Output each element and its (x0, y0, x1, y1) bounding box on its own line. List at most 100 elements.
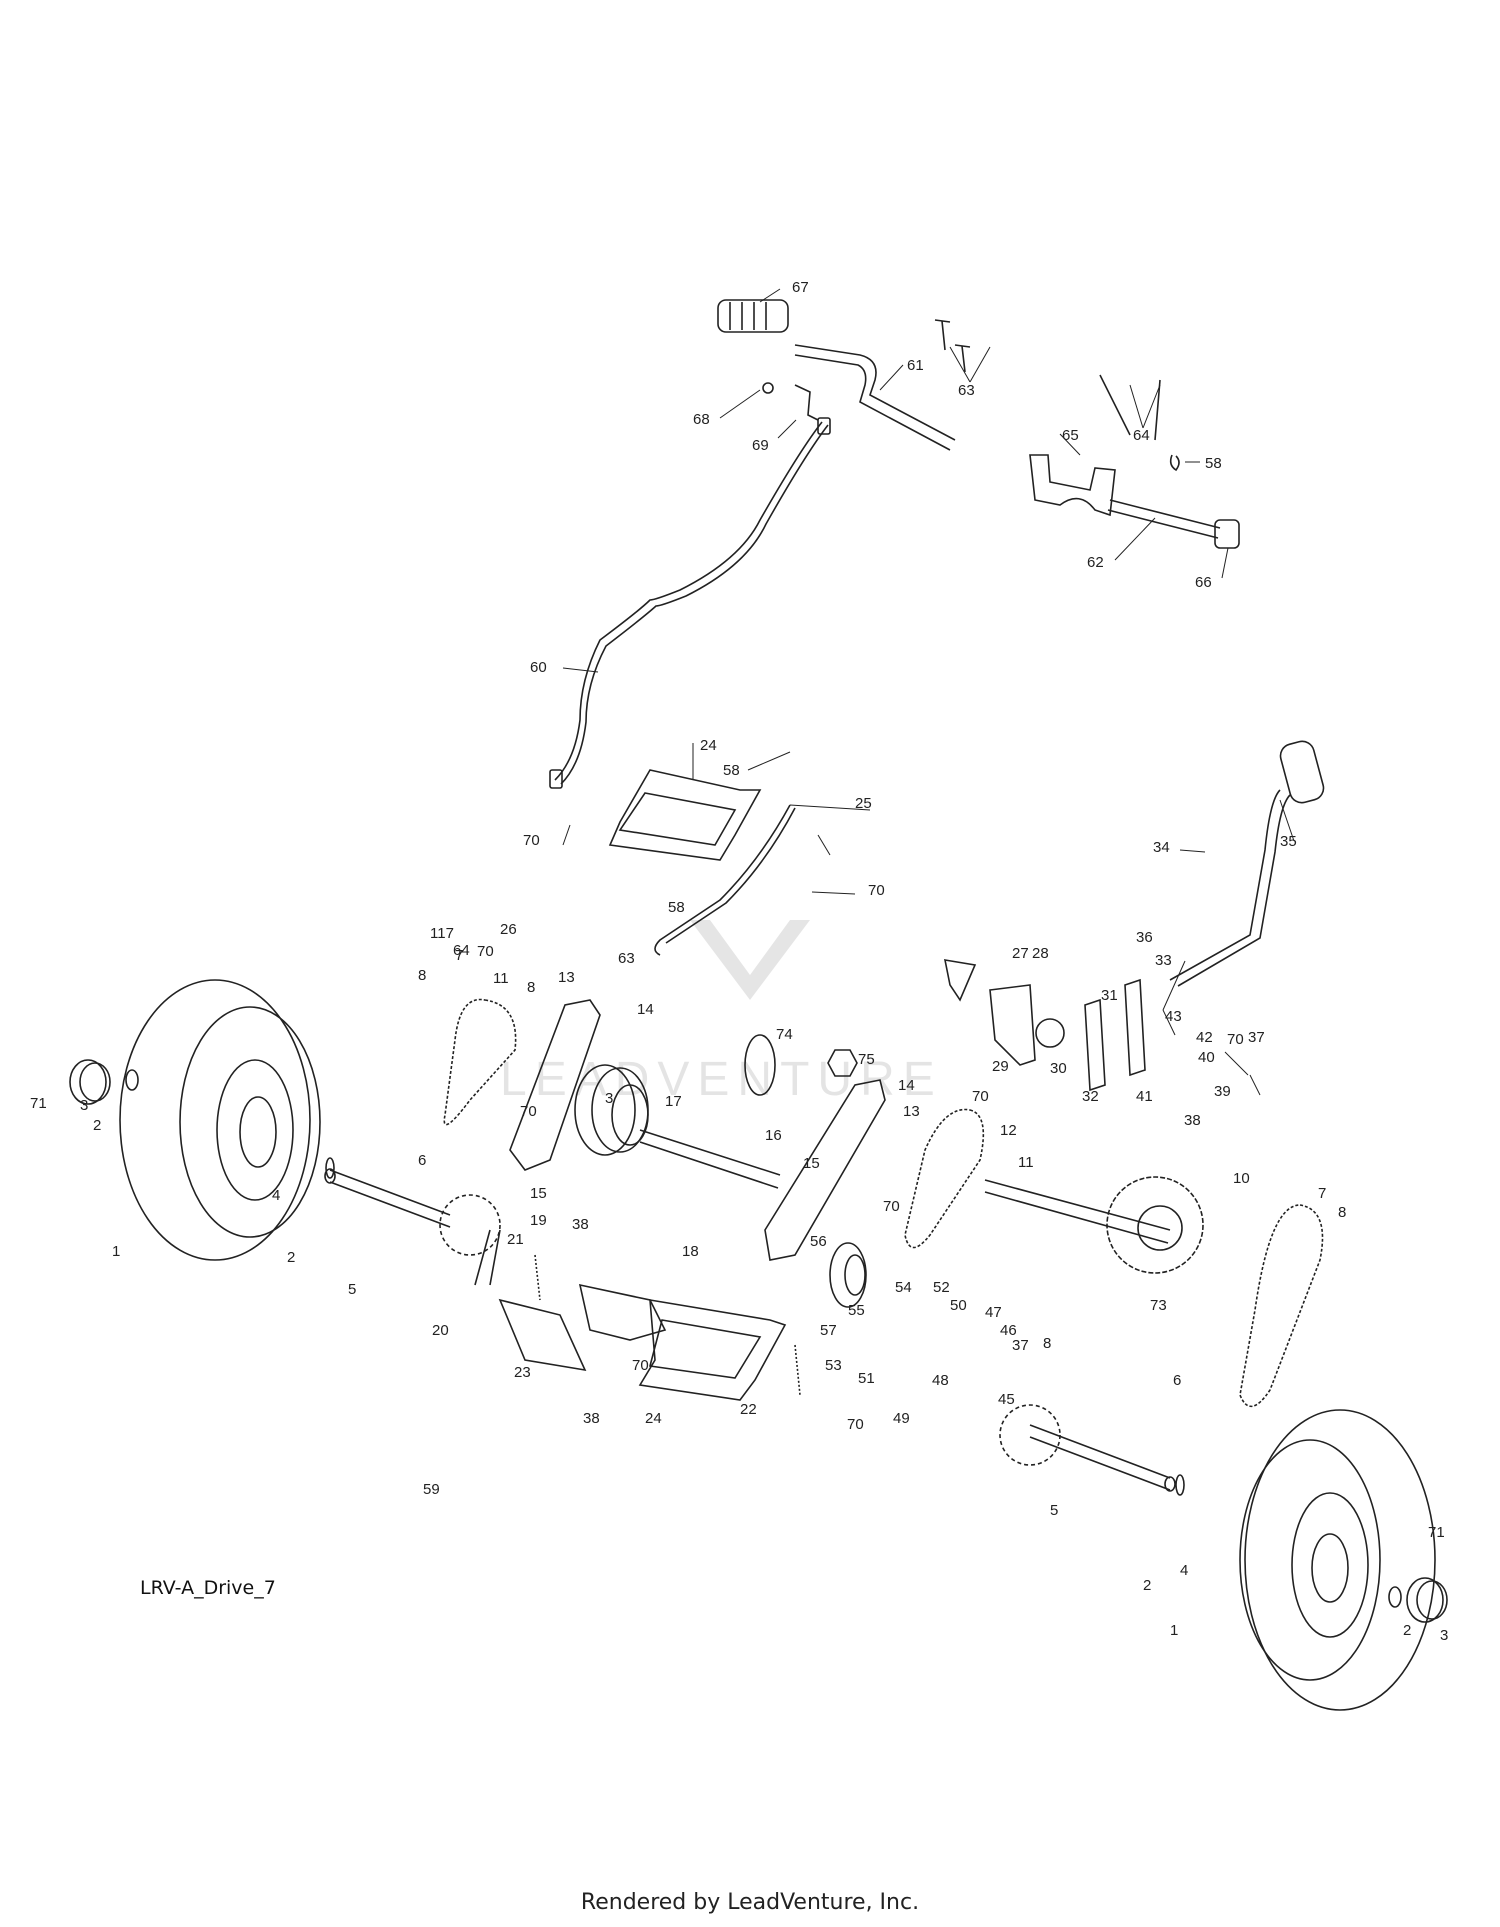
sprocket-left (439, 1194, 501, 1256)
rod-part-25 (654, 804, 791, 956)
callout-label: 60 (530, 659, 547, 676)
callout-label: 75 (858, 1051, 875, 1068)
callout-label: 51 (858, 1370, 875, 1387)
callout-label: 49 (893, 1410, 910, 1427)
callout-label: 69 (752, 437, 769, 454)
callout-label: 59 (423, 1481, 440, 1498)
callout-label: 64 (1133, 427, 1150, 444)
callout-label: 55 (848, 1302, 865, 1319)
callout-label: 1 (1170, 1622, 1178, 1639)
pin-part-63 (934, 319, 951, 351)
callout-label: 21 (507, 1231, 524, 1248)
handle-part-34 (1169, 789, 1291, 987)
callout-label: 6 (418, 1152, 426, 1169)
spring-part-21 (534, 1254, 541, 1301)
callout-label: 1 (112, 1243, 120, 1260)
callout-label: 34 (1153, 839, 1170, 856)
callout-label: 27 (1012, 945, 1029, 962)
plate-part-33 (1124, 978, 1146, 1077)
callout-label: 14 (637, 1001, 654, 1018)
callout-label: 22 (740, 1401, 757, 1418)
callout-label: 20 (432, 1322, 449, 1339)
callout-label: 37 (1248, 1029, 1265, 1046)
callout-label: 26 (500, 921, 517, 938)
callout-label: 70 (632, 1357, 649, 1374)
grip-part-35 (1279, 740, 1325, 804)
callout-label: 70 (883, 1198, 900, 1215)
drive-shaft-part-10 (984, 1176, 1204, 1274)
callout-label: 8 (1338, 1204, 1346, 1221)
callout-label: 47 (985, 1304, 1002, 1321)
chain-part-12 (904, 1108, 985, 1249)
callout-label: 70 (1227, 1031, 1244, 1048)
leader-lines (562, 288, 1295, 1096)
callout-label: 3 (1440, 1627, 1448, 1644)
plate-part-14-left (509, 999, 601, 1171)
lever-part-27 (943, 959, 977, 1002)
callout-labels: 67 61 63 68 69 64 65 58 62 66 60 24 58 2… (30, 279, 1448, 1644)
callout-label: 7 (455, 947, 463, 964)
callout-label: 28 (1032, 945, 1049, 962)
callout-label: 24 (645, 1410, 662, 1427)
callout-label: 54 (895, 1279, 912, 1296)
wheel-part-1-left (119, 979, 321, 1261)
callout-label: 14 (898, 1077, 915, 1094)
callout-label: 5 (1050, 1502, 1058, 1519)
callout-label: 2 (287, 1249, 295, 1266)
watermark-logo: LEADVENTURE (500, 920, 935, 1106)
callout-label: 39 (1214, 1083, 1231, 1100)
footer-credit: Rendered by LeadVenture, Inc. (580, 1890, 920, 1915)
callout-label: 43 (1165, 1008, 1182, 1025)
callout-label: 70 (868, 882, 885, 899)
callout-label: 19 (530, 1212, 547, 1229)
hub-cap-part-71-left (69, 1059, 111, 1105)
callout-label: 74 (776, 1026, 793, 1043)
callout-label: 3 (80, 1097, 88, 1114)
callout-label: 68 (693, 411, 710, 428)
diagram-code-label: LRV-A_Drive_7 (140, 1577, 276, 1599)
callout-label: 42 (1196, 1029, 1213, 1046)
sprocket-right (999, 1404, 1061, 1466)
knob-part-66 (1214, 519, 1240, 549)
callout-label: 15 (530, 1185, 547, 1202)
callout-label: 31 (1101, 987, 1118, 1004)
callout-label: 12 (1000, 1122, 1017, 1139)
callout-label: 38 (572, 1216, 589, 1233)
frame-part-24-upper (608, 769, 762, 861)
callout-label: 11 (493, 970, 509, 987)
clip-part-69 (794, 384, 819, 421)
callout-label: 23 (514, 1364, 531, 1381)
spring-part-74 (744, 1034, 776, 1096)
callout-label: 13 (558, 969, 575, 986)
callout-label: 117 (430, 925, 454, 942)
callout-label: 52 (933, 1279, 950, 1296)
callout-label: 66 (1195, 574, 1212, 591)
callout-label: 5 (348, 1281, 356, 1298)
callout-label: 48 (932, 1372, 949, 1389)
callout-label: 46 (1000, 1322, 1017, 1339)
callout-label: 71 (1428, 1524, 1445, 1541)
transmission-part-17 (574, 1064, 649, 1156)
callout-label: 70 (523, 832, 540, 849)
bushing-part-30 (1035, 1018, 1065, 1048)
callout-label: 33 (1155, 952, 1172, 969)
callout-label: 70 (477, 943, 494, 960)
grip-part-67 (717, 299, 789, 333)
callout-label: 62 (1087, 554, 1104, 571)
callout-label: 2 (1143, 1577, 1151, 1594)
chain-part-6-right (1239, 1204, 1324, 1408)
screw-part-68 (762, 382, 774, 394)
callout-label: 13 (903, 1103, 920, 1120)
callout-label: 2 (93, 1117, 101, 1134)
pulley-part-56 (829, 1242, 867, 1308)
washer-part-2-left (125, 1069, 139, 1091)
callout-label: 2 (1403, 1622, 1411, 1639)
chain-part-6-left (443, 998, 517, 1126)
callout-label: 61 (907, 357, 924, 374)
callout-label: 58 (1205, 455, 1222, 472)
callout-label: 8 (1043, 1335, 1051, 1352)
washer-part-75 (827, 1049, 858, 1077)
callout-label: 10 (1233, 1170, 1250, 1187)
callout-label: 4 (1180, 1562, 1188, 1579)
